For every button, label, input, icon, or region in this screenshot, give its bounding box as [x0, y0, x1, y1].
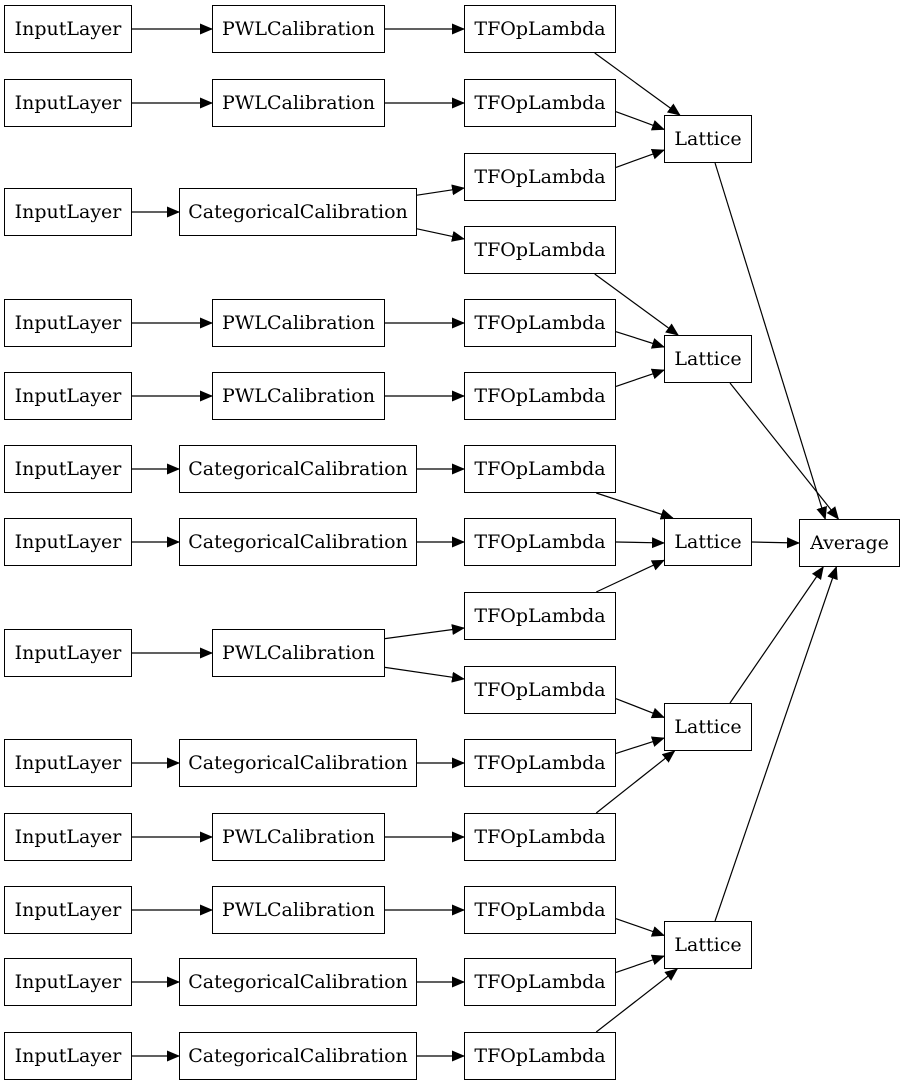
input-3-node: InputLayer [4, 188, 132, 236]
input-10-node: InputLayer [4, 813, 132, 861]
edge-lattice-3-to-average [751, 537, 800, 549]
tfop-3-node: TFOpLambda [464, 153, 616, 201]
input-4-node: InputLayer [4, 299, 132, 347]
pwlcal-7-node: PWLCalibration [212, 886, 385, 934]
tfop-7-node: TFOpLambda [464, 445, 616, 493]
pwlcal-6-node: PWLCalibration [212, 813, 385, 861]
input-6-node: InputLayer [4, 445, 132, 493]
edge-tfop-8-to-lattice-3 [615, 537, 665, 549]
edge-pwlcal-5-to-tfop-9 [384, 624, 465, 640]
catcal-4-node: CategoricalCalibration [179, 739, 417, 787]
edge-tfop-6-to-lattice-2 [615, 368, 665, 387]
tfop-1-node: TFOpLambda [464, 5, 616, 53]
catcal-6-node: CategoricalCalibration [179, 1032, 417, 1080]
pwlcal-2-node: PWLCalibration [212, 79, 385, 127]
edge-catcal-1-to-tfop-3 [416, 184, 465, 196]
lattice-4-node: Lattice [664, 703, 752, 751]
tfop-13-node: TFOpLambda [464, 886, 616, 934]
tfop-10-node: TFOpLambda [464, 666, 616, 714]
pwlcal-1-node: PWLCalibration [212, 5, 385, 53]
tfop-2-node: TFOpLambda [464, 79, 616, 127]
edge-lattice-4-to-average [729, 566, 824, 704]
tfop-4-node: TFOpLambda [464, 226, 616, 274]
pwlcal-5-node: PWLCalibration [212, 629, 385, 677]
pwlcal-4-node: PWLCalibration [212, 372, 385, 420]
average-node: Average [799, 519, 900, 567]
input-12-node: InputLayer [4, 958, 132, 1006]
input-11-node: InputLayer [4, 886, 132, 934]
tfop-15-node: TFOpLambda [464, 1032, 616, 1080]
pwlcal-3-node: PWLCalibration [212, 299, 385, 347]
edge-tfop-2-to-lattice-1 [615, 111, 665, 131]
input-9-node: InputLayer [4, 739, 132, 787]
edge-pwlcal-5-to-tfop-10 [384, 666, 465, 683]
edge-lattice-2-to-average [729, 382, 840, 520]
tfop-8-node: TFOpLambda [464, 518, 616, 566]
tfop-9-node: TFOpLambda [464, 592, 616, 640]
catcal-3-node: CategoricalCalibration [179, 518, 417, 566]
catcal-2-node: CategoricalCalibration [179, 445, 417, 493]
lattice-3-node: Lattice [664, 518, 752, 566]
input-8-node: InputLayer [4, 629, 132, 677]
edge-tfop-14-to-lattice-5 [615, 954, 665, 973]
input-5-node: InputLayer [4, 372, 132, 420]
lattice-2-node: Lattice [664, 335, 752, 383]
input-1-node: InputLayer [4, 5, 132, 53]
tfop-5-node: TFOpLambda [464, 299, 616, 347]
catcal-5-node: CategoricalCalibration [179, 958, 417, 1006]
catcal-1-node: CategoricalCalibration [179, 188, 417, 236]
tfop-6-node: TFOpLambda [464, 372, 616, 420]
edge-tfop-13-to-lattice-5 [615, 918, 665, 937]
edge-tfop-10-to-lattice-4 [615, 698, 665, 719]
lattice-5-node: Lattice [664, 921, 752, 969]
edge-tfop-5-to-lattice-2 [615, 331, 665, 349]
edge-catcal-1-to-tfop-4 [416, 228, 465, 242]
input-7-node: InputLayer [4, 518, 132, 566]
input-2-node: InputLayer [4, 79, 132, 127]
input-13-node: InputLayer [4, 1032, 132, 1080]
edge-tfop-7-to-lattice-3 [596, 492, 674, 520]
edge-tfop-11-to-lattice-4 [615, 736, 665, 754]
lattice-1-node: Lattice [664, 115, 752, 163]
tfop-12-node: TFOpLambda [464, 813, 616, 861]
tfop-11-node: TFOpLambda [464, 739, 616, 787]
edge-tfop-3-to-lattice-1 [615, 148, 665, 168]
tfop-14-node: TFOpLambda [464, 958, 616, 1006]
